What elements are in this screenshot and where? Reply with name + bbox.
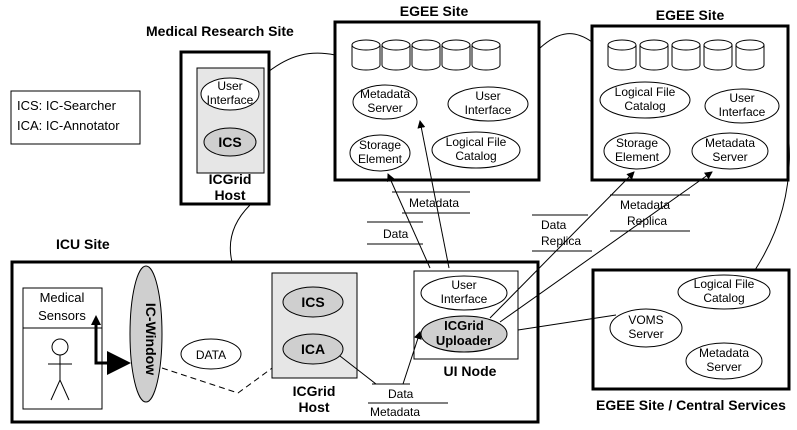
central-services-site: EGEE Site / Central Services Logical Fil… (591, 268, 791, 413)
icu-metadata-label: Metadata (370, 405, 420, 419)
icu-site-title: ICU Site (56, 236, 110, 252)
upload-flows (387, 120, 713, 331)
svg-text:Metadata: Metadata (360, 87, 410, 101)
uploader-to-egee-b-storage (489, 171, 635, 319)
svg-text:Interface: Interface (441, 292, 488, 306)
link-egee-egee (539, 33, 593, 49)
patient-icon (48, 338, 72, 401)
svg-text:Metadata: Metadata (705, 136, 755, 150)
link-med-icu (229, 204, 251, 263)
ui-node-label: UI Node (444, 363, 497, 379)
svg-text:VOMS: VOMS (628, 313, 663, 327)
svg-text:ICGrid: ICGrid (444, 318, 484, 333)
svg-text:ICA: ICA (301, 341, 325, 357)
svg-text:Medical: Medical (40, 290, 85, 305)
flow-metadata-replica-1: Metadata (620, 198, 670, 212)
svg-text:ICS: ICS (218, 134, 241, 150)
svg-text:User: User (451, 278, 476, 292)
cs-logical-file-catalog (677, 274, 771, 310)
egee-a-user-interface (447, 86, 529, 122)
sensor-to-icwindow-arrow (94, 318, 131, 375)
svg-text:Interface: Interface (719, 105, 766, 119)
svg-text:ICGrid: ICGrid (293, 383, 336, 399)
flow-data-label: Data (383, 227, 409, 241)
medical-site-title: Medical Research Site (146, 23, 294, 39)
link-med-egee (267, 52, 336, 73)
icu-ics (282, 286, 344, 318)
icu-ica (282, 333, 344, 365)
svg-text:Storage: Storage (359, 138, 401, 152)
icu-data-label: Data (388, 387, 414, 401)
uploader-to-storage-element (387, 173, 431, 269)
svg-text:Interface: Interface (207, 93, 254, 107)
egee-b-storage-disks (607, 39, 765, 71)
svg-text:Catalog: Catalog (703, 291, 744, 305)
egee-b-logical-file-catalog (599, 81, 691, 119)
svg-text:Server: Server (706, 360, 741, 374)
cs-voms-server (609, 308, 683, 348)
legend-ica: ICA: IC-Annotator (17, 118, 120, 133)
ui-node-user-interface (420, 275, 508, 311)
svg-text:Server: Server (712, 150, 747, 164)
legend: ICS: IC-Searcher ICA: IC-Annotator (10, 90, 141, 145)
svg-text:User: User (475, 89, 500, 103)
uploader-to-egee-b-metadata (499, 171, 713, 323)
egee-site-b: EGEE Site Logical File Catalog User Inte… (590, 7, 790, 182)
svg-text:IC-Window: IC-Window (143, 303, 159, 375)
svg-text:Uploader: Uploader (436, 333, 492, 348)
med-host-label-1: ICGrid (209, 171, 252, 187)
flow-metadata-replica-2: Replica (627, 214, 667, 228)
svg-text:Element: Element (358, 152, 403, 166)
flow-labels: Metadata Data Data Replica Metadata Repl… (367, 191, 690, 252)
svg-text:Logical File: Logical File (694, 277, 755, 291)
central-services-title: EGEE Site / Central Services (596, 397, 786, 413)
svg-text:Server: Server (367, 101, 402, 115)
flow-metadata-label: Metadata (409, 196, 459, 210)
medical-sensors-box (22, 287, 103, 410)
med-host-label-2: Host (214, 187, 245, 203)
egee-b-user-interface (704, 88, 780, 124)
flow-data-replica-1: Data (541, 218, 567, 232)
uploader-to-metadata-server (417, 120, 450, 269)
cs-metadata-server (685, 342, 763, 380)
svg-text:Server: Server (628, 327, 663, 341)
icu-site: ICU Site Medical Sensors IC-Window DATA … (10, 236, 540, 424)
egee-b-storage-element (603, 132, 671, 170)
svg-text:Logical File: Logical File (446, 135, 507, 149)
svg-text:ICS: ICS (301, 294, 324, 310)
medical-research-site: Medical Research Site User Interface ICS… (146, 23, 294, 206)
egee-a-storage-element (349, 134, 411, 172)
svg-text:Element: Element (615, 150, 660, 164)
egee-b-metadata-server (691, 132, 769, 170)
svg-text:Metadata: Metadata (699, 346, 749, 360)
svg-text:Host: Host (298, 399, 329, 415)
med-ics (203, 127, 257, 157)
med-user-interface (200, 77, 260, 111)
data-bubble (180, 338, 242, 370)
svg-text:Storage: Storage (616, 136, 658, 150)
svg-text:User: User (217, 79, 242, 93)
svg-text:DATA: DATA (196, 348, 226, 362)
flow-data-replica-2: Replica (541, 234, 581, 248)
legend-ics: ICS: IC-Searcher (17, 98, 117, 113)
ic-window (129, 265, 163, 403)
egee-site-a: EGEE Site Metadata Server User Interface… (333, 3, 541, 182)
egee-a-logical-file-catalog (431, 131, 521, 169)
svg-text:Catalog: Catalog (624, 99, 665, 113)
uploader-to-central (517, 314, 617, 331)
svg-text:User: User (729, 91, 754, 105)
svg-text:Sensors: Sensors (38, 308, 86, 323)
egee-a-title: EGEE Site (400, 3, 469, 19)
svg-text:Interface: Interface (465, 103, 512, 117)
egee-b-title: EGEE Site (656, 7, 725, 23)
egee-a-metadata-server (352, 84, 418, 120)
egee-a-storage-disks (351, 39, 501, 71)
svg-text:Logical File: Logical File (615, 85, 676, 99)
svg-text:Catalog: Catalog (455, 149, 496, 163)
